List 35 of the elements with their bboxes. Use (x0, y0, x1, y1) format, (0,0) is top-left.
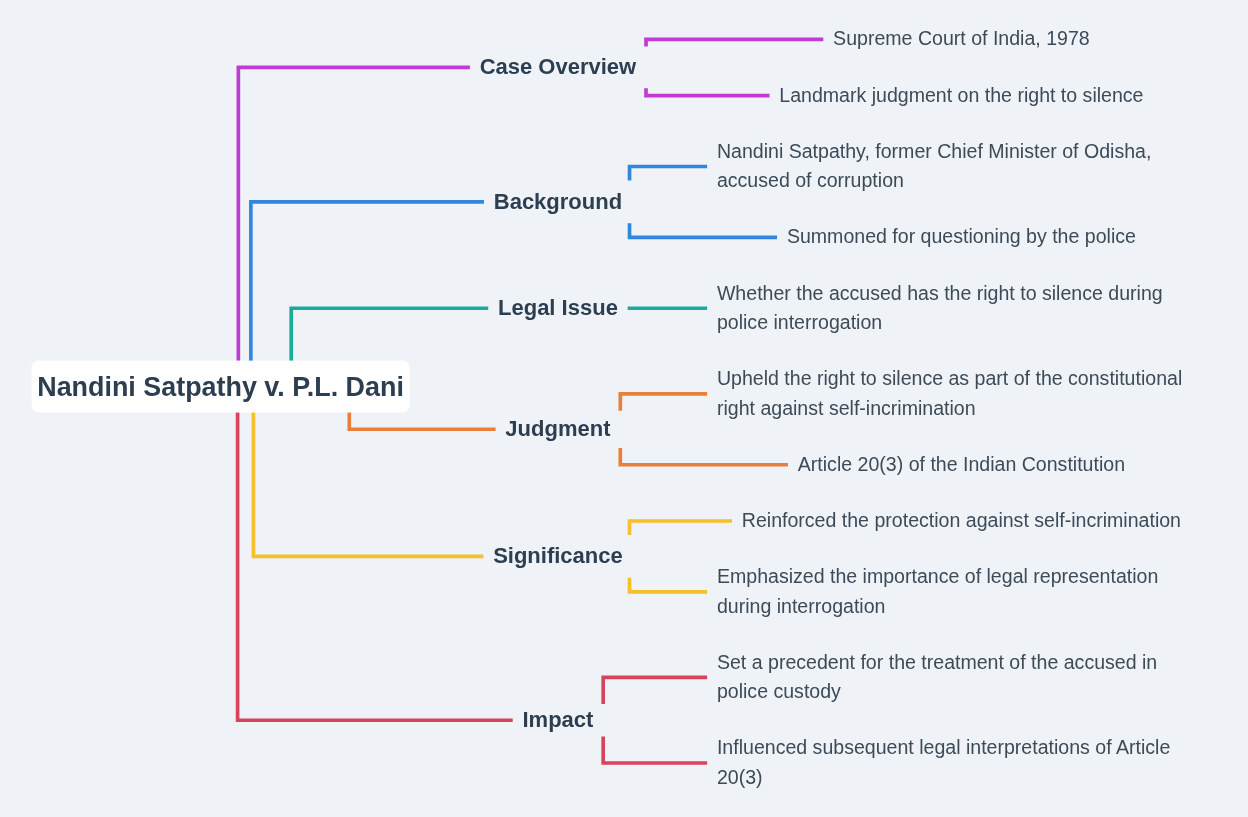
connector-line (625, 306, 708, 311)
topic-box: Nandini Satpathy v. P.L. Dani (31, 360, 410, 413)
branch-label: Judgment (505, 416, 611, 441)
leaf-text: Landmark judgment on the right to silence (779, 84, 1144, 106)
connector-line (601, 736, 708, 765)
leaf-text: Whether the accused has the right to silence during police interrogation (716, 282, 1163, 333)
connector-line (601, 675, 708, 704)
leaf-text: Reinforced the protection against self-incrimination (741, 509, 1181, 531)
connector-line (235, 412, 513, 723)
leaf-text: Upheld the right to silence as part of the constitutional right against self-incrimination (716, 368, 1183, 419)
connector-line (627, 223, 778, 240)
connector-line (627, 519, 732, 535)
branch-label: Significance (493, 543, 623, 568)
leaf-text: Emphasized the importance of legal representation during interrogation (716, 566, 1159, 617)
branch-label: Legal Issue (498, 295, 618, 320)
leaf-text: Influenced subsequent legal interpretations of Article 20(3) (716, 737, 1171, 788)
connector-line (249, 200, 484, 363)
branch-label: Impact (522, 707, 594, 732)
leaf-text: Summoned for questioning by the police (786, 226, 1136, 248)
branch-label: Background (493, 189, 623, 214)
connector-line (289, 306, 489, 363)
connector-line (236, 65, 470, 363)
connector-line (618, 447, 788, 467)
connector-line (644, 88, 770, 98)
connector-line (627, 164, 708, 181)
connector-line (251, 412, 484, 559)
connector-line (618, 392, 708, 411)
leaf-text: Set a precedent for the treatment of the accused in police custody (716, 651, 1158, 702)
connector-line (347, 412, 496, 432)
connector-line (627, 577, 708, 594)
connector-line (644, 37, 824, 47)
leaf-text: Nandini Satpathy, former Chief Minister of Odisha, accused of corruption (716, 140, 1152, 191)
leaf-text: Article 20(3) of the Indian Constitution (797, 453, 1125, 475)
branch-label: Case Overview (479, 54, 637, 80)
leaf-text: Supreme Court of India, 1978 (833, 28, 1090, 50)
